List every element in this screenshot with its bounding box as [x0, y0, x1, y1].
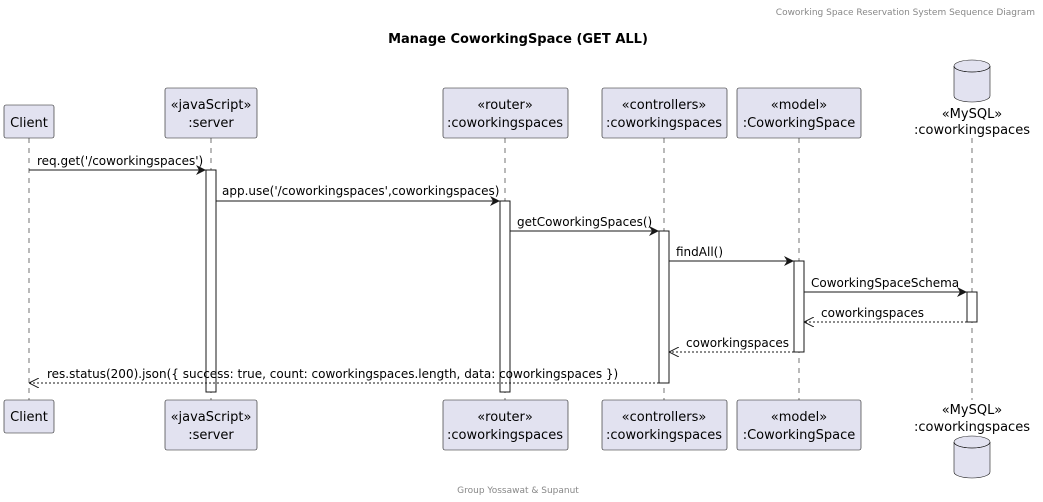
database-icon	[953, 435, 991, 479]
participant-db-name: :coworkingspaces	[914, 420, 1030, 435]
participant-db-bottom: «MySQL» :coworkingspaces	[914, 403, 1030, 479]
participant-db-stereotype: «MySQL»	[942, 403, 1003, 418]
participant-server-bottom: «javaScript» :server	[164, 399, 258, 451]
message-4: findAll()	[669, 245, 794, 266]
participant-router-stereotype: «router»	[477, 410, 533, 425]
participant-client-bottom: Client	[3, 399, 55, 434]
participant-router-bottom: «router» :coworkingspaces	[442, 399, 569, 451]
participant-server-name: :server	[188, 116, 234, 131]
message-3: getCoworkingSpaces()	[510, 215, 659, 236]
diagram-title: Manage CoworkingSpace (GET ALL)	[388, 32, 648, 47]
participant-controller-stereotype: «controllers»	[622, 98, 707, 113]
participant-controller-top: «controllers» :coworkingspaces	[601, 87, 728, 139]
participant-router-stereotype: «router»	[477, 98, 533, 113]
participant-router-name: :coworkingspaces	[447, 116, 563, 131]
diagram-header: Coworking Space Reservation System Seque…	[776, 8, 1035, 18]
participant-model-stereotype: «model»	[771, 410, 827, 425]
participant-server-stereotype: «javaScript»	[171, 98, 252, 113]
participant-db-name: :coworkingspaces	[914, 123, 1030, 138]
participant-controller-bottom: «controllers» :coworkingspaces	[601, 399, 728, 451]
message-label: CoworkingSpaceSchema	[811, 276, 959, 290]
message-label: app.use('/coworkingspaces',coworkingspac…	[222, 184, 499, 198]
message-6: coworkingspaces	[804, 306, 967, 322]
message-8: res.status(200).json({ success: true, co…	[29, 367, 659, 383]
participant-model-stereotype: «model»	[771, 98, 827, 113]
message-label: res.status(200).json({ success: true, co…	[47, 367, 618, 381]
message-5: CoworkingSpaceSchema	[804, 276, 967, 297]
message-label: coworkingspaces	[686, 336, 789, 350]
database-icon	[953, 59, 991, 103]
participant-client-name: Client	[10, 410, 48, 425]
participant-model-name: :CoworkingSpace	[743, 428, 856, 443]
message-label: req.get('/coworkingspaces')	[37, 154, 203, 168]
message-label: getCoworkingSpaces()	[517, 215, 652, 229]
participant-model-bottom: «model» :CoworkingSpace	[736, 399, 862, 451]
participant-router-top: «router» :coworkingspaces	[442, 87, 569, 139]
participant-db-stereotype: «MySQL»	[942, 107, 1003, 122]
message-label: coworkingspaces	[821, 306, 924, 320]
activation-controller	[658, 230, 670, 384]
activation-db	[966, 291, 978, 323]
participant-controller-name: :coworkingspaces	[606, 116, 722, 131]
participant-model-top: «model» :CoworkingSpace	[736, 87, 862, 139]
message-2: app.use('/coworkingspaces',coworkingspac…	[216, 184, 500, 206]
participant-client-name: Client	[10, 116, 48, 131]
participant-model-name: :CoworkingSpace	[743, 116, 856, 131]
message-7: coworkingspaces	[669, 336, 794, 352]
message-label: findAll()	[676, 245, 723, 259]
participant-server-top: «javaScript» :server	[164, 87, 258, 139]
messages: req.get('/coworkingspaces') app.use('/co…	[29, 154, 967, 383]
activation-bars	[205, 169, 978, 393]
participant-router-name: :coworkingspaces	[447, 428, 563, 443]
participant-server-name: :server	[188, 428, 234, 443]
participant-controller-stereotype: «controllers»	[622, 410, 707, 425]
participant-client-top: Client	[3, 104, 55, 139]
diagram-footer: Group Yossawat & Supanut	[457, 486, 579, 496]
activation-server	[205, 169, 217, 393]
activation-router	[499, 200, 511, 393]
activation-model	[793, 260, 805, 353]
participant-server-stereotype: «javaScript»	[171, 410, 252, 425]
message-1: req.get('/coworkingspaces')	[29, 154, 206, 175]
participant-db-top: «MySQL» :coworkingspaces	[914, 59, 1030, 138]
participant-controller-name: :coworkingspaces	[606, 428, 722, 443]
